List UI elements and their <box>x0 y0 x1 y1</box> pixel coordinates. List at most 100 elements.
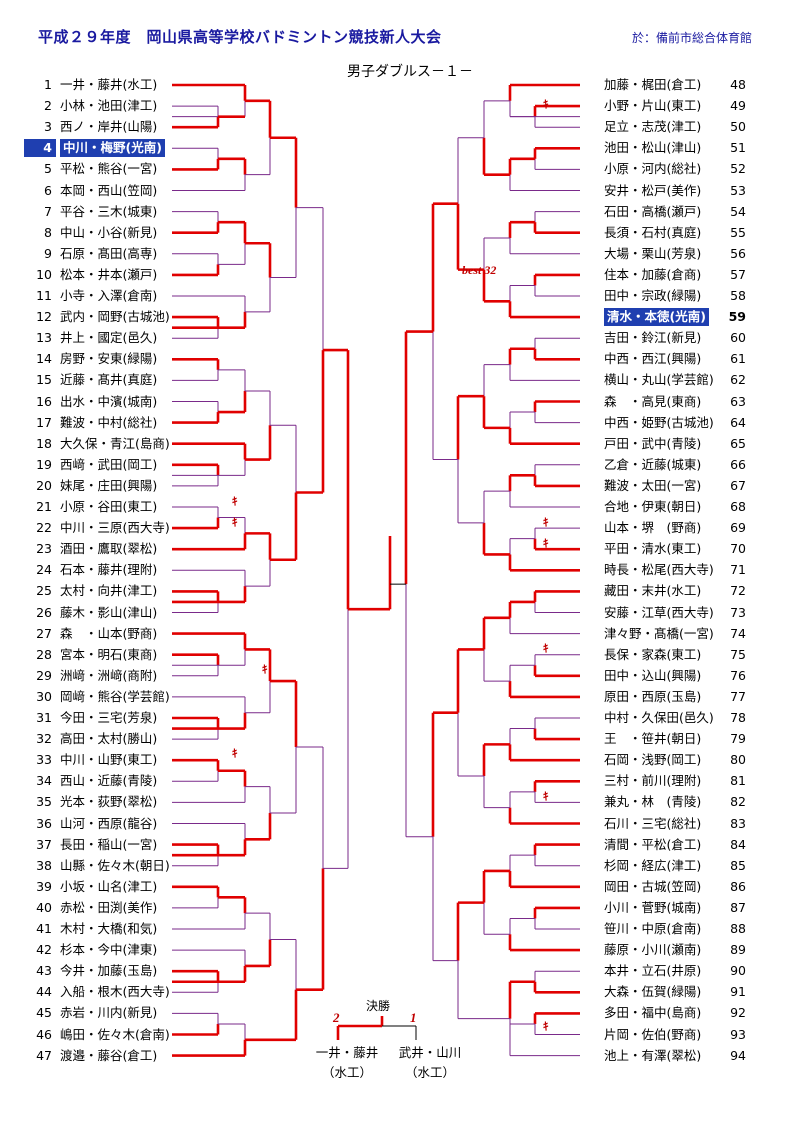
entry-number: 46 <box>36 1026 52 1042</box>
entry-number: 92 <box>730 1005 746 1021</box>
entry-name: 平田・清水(東工) <box>604 541 702 557</box>
entry-name: 小原・河内(総社) <box>604 161 702 177</box>
entry-number: 85 <box>730 857 746 873</box>
entry-number: 4 <box>24 139 56 158</box>
entry-number: 28 <box>36 646 52 662</box>
entry-number: 57 <box>730 266 746 282</box>
entry-name: 大久保・青江(島商) <box>60 435 170 451</box>
entry-name: 藏田・末井(水工) <box>604 583 702 599</box>
entry-number: 50 <box>730 119 746 135</box>
entry-number: 58 <box>730 288 746 303</box>
entry-number: 19 <box>36 456 52 472</box>
entry-number: 82 <box>730 794 746 810</box>
entry-name: 大森・伍賀(緑陽) <box>604 984 702 1000</box>
entry-number: 5 <box>44 161 52 177</box>
forfeit-mark: ｷ <box>543 1020 549 1033</box>
entry-number: 23 <box>36 541 52 557</box>
entry-number: 93 <box>730 1026 746 1042</box>
entry-name: 山縣・佐々木(朝日) <box>60 857 170 873</box>
entry-name: 清間・平松(倉工) <box>604 836 702 852</box>
entry-name: 住本・加藤(倉商) <box>604 266 702 282</box>
entry-name: 多田・福中(島商) <box>604 1005 702 1021</box>
entry-name: 平松・熊谷(一宮) <box>60 161 158 177</box>
entry-name: 石岡・浅野(岡工) <box>604 752 702 768</box>
forfeit-mark: ｷ <box>232 747 238 760</box>
event-title: 男子ダブルス－１－ <box>347 64 473 80</box>
entry-number: 36 <box>36 815 52 831</box>
entry-number: 77 <box>730 688 746 704</box>
entry-name: 近藤・髙井(真庭) <box>60 372 158 388</box>
entry-number: 78 <box>730 710 746 725</box>
entry-name: 高田・太村(勝山) <box>60 731 158 747</box>
entry-number: 12 <box>36 309 52 325</box>
entry-name: 平谷・三木(城東) <box>60 203 158 219</box>
final-score-left: 2 <box>333 1010 340 1025</box>
entry-number: 67 <box>730 477 746 493</box>
entry-number: 32 <box>36 731 52 747</box>
entry-number: 80 <box>730 752 746 768</box>
entry-number: 54 <box>730 203 746 219</box>
entry-number: 26 <box>36 604 52 620</box>
entry-number: 14 <box>36 351 52 367</box>
entry-number: 43 <box>36 963 52 979</box>
entry-number: 94 <box>730 1047 746 1063</box>
entry-name: 石田・高橋(瀬戸) <box>604 203 702 219</box>
entry-name: 太村・向井(津工) <box>60 583 158 599</box>
entry-name: 難波・太田(一宮) <box>604 477 702 493</box>
entry-name: 西山・近藤(青陵) <box>60 773 158 789</box>
entry-number: 2 <box>44 98 52 114</box>
entry-number: 30 <box>36 688 52 704</box>
entry-name: 中西・西江(興陽) <box>604 351 702 367</box>
entry-name: 戸田・武中(青陵) <box>604 435 702 451</box>
finalist-left-name: 一井・藤井 <box>315 1045 379 1060</box>
entry-number: 42 <box>36 942 52 958</box>
entry-name: 杉岡・経広(津工) <box>604 857 702 873</box>
entry-name: 安井・松戸(美作) <box>604 182 702 198</box>
entry-number: 64 <box>730 414 746 430</box>
entry-number: 51 <box>730 140 746 156</box>
entry-name: 清水・本徳(光南) <box>604 308 709 327</box>
entry-number: 73 <box>730 604 746 620</box>
entry-number: 6 <box>44 182 52 198</box>
entry-name: 森 ・山本(野商) <box>60 625 158 641</box>
entry-name: 中西・姫野(古城池) <box>604 414 714 430</box>
entry-number: 11 <box>36 288 52 303</box>
entry-name: 難波・中村(総社) <box>60 414 158 430</box>
entry-name: 吉田・鈴江(新見) <box>604 330 702 346</box>
entry-number: 37 <box>36 836 52 852</box>
entry-name: 兼丸・林 (青陵) <box>604 794 702 810</box>
entry-name: 西﨑・武田(岡工) <box>60 456 158 472</box>
entry-number: 33 <box>36 752 52 768</box>
entry-number: 34 <box>36 773 52 789</box>
entry-name: 中村・久保田(邑久) <box>604 710 714 725</box>
entry-number: 15 <box>36 372 52 388</box>
entry-name: 赤岩・川内(新見) <box>60 1005 158 1021</box>
entry-name: 今田・三宅(芳泉) <box>60 710 158 725</box>
finalist-right-school: （水工） <box>404 1065 455 1080</box>
entry-name: 中川・山野(東工) <box>60 752 158 768</box>
entry-number: 70 <box>730 541 746 557</box>
entry-name: 中川・梅野(光南) <box>60 139 165 158</box>
entry-number: 90 <box>730 963 746 979</box>
entry-name: 大場・栗山(芳泉) <box>604 245 702 261</box>
entry-number: 52 <box>730 161 746 177</box>
entry-name: 房野・安東(緑陽) <box>60 351 158 367</box>
entry-number: 63 <box>730 393 746 409</box>
entry-name: 中山・小谷(新見) <box>60 224 158 240</box>
entry-number: 65 <box>730 435 746 451</box>
entry-name: 今井・加藤(玉島) <box>60 963 158 979</box>
entry-name: 岡﨑・熊谷(学芸館) <box>60 688 170 704</box>
venue-label: 於：備前市総合体育館 <box>632 31 753 45</box>
entry-number: 35 <box>36 794 52 810</box>
entry-name: 小野・片山(東工) <box>604 98 702 114</box>
entry-name: 津々野・髙橋(一宮) <box>604 625 714 641</box>
entry-number: 79 <box>730 731 746 747</box>
entry-number: 31 <box>36 710 52 725</box>
entry-number: 9 <box>44 245 52 261</box>
entry-name: 笹川・中原(倉南) <box>604 921 702 936</box>
entry-name: 長田・稲山(一宮) <box>60 836 158 852</box>
forfeit-mark: ｷ <box>262 663 268 676</box>
entry-name: 一井・藤井(水工) <box>60 77 158 92</box>
entry-number: 16 <box>36 393 52 409</box>
